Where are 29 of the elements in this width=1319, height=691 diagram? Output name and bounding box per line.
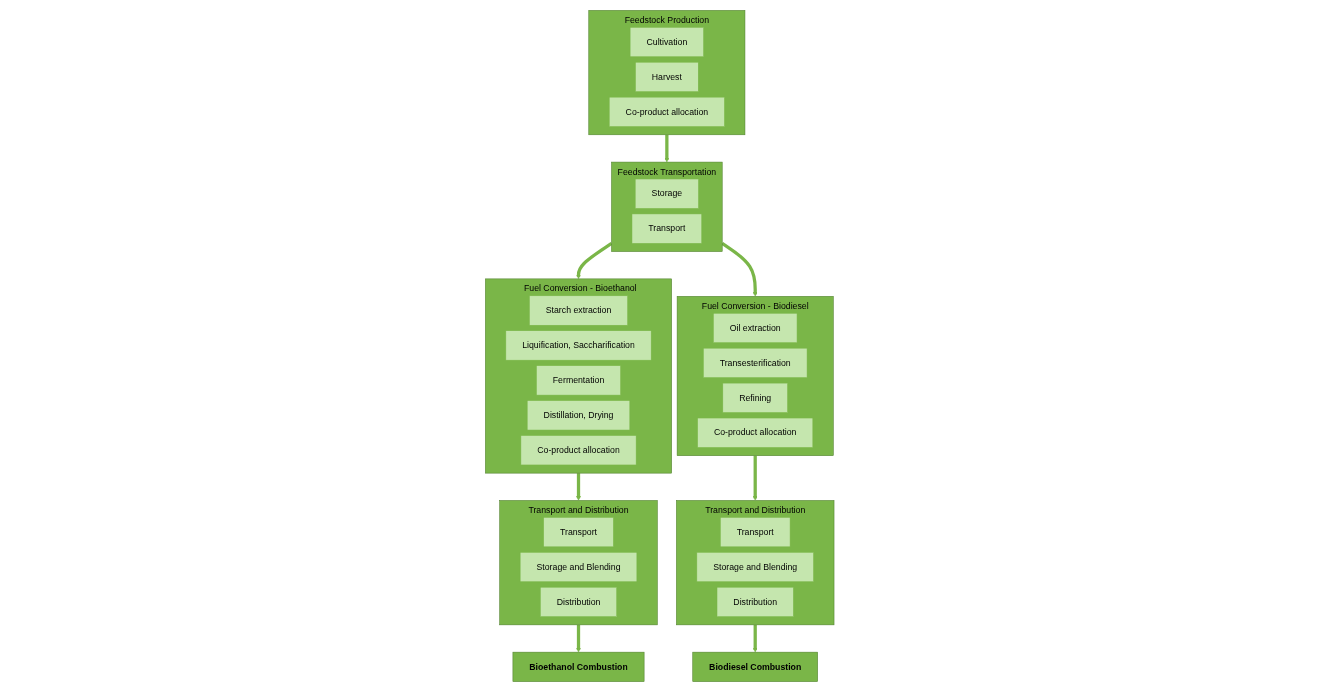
node-box: Distillation, Drying <box>526 399 630 430</box>
node-box: Liquification, Saccharification <box>505 329 652 360</box>
node-box: Co-product allocation <box>520 434 637 465</box>
node-box: Transport <box>543 516 614 547</box>
node-box: Storage and Blending <box>519 551 637 582</box>
arrow <box>664 134 670 162</box>
arrow <box>752 624 758 652</box>
node-box: Storage <box>634 178 699 209</box>
node-box: Distribution <box>539 586 617 617</box>
node-box: Refining <box>722 382 788 413</box>
arrow <box>721 241 758 297</box>
node-box: Transport <box>719 516 791 547</box>
node-box: Transport <box>631 213 702 244</box>
node-box: Biodiesel Combustion <box>692 651 818 682</box>
node-box: Oil extraction <box>712 312 798 343</box>
node-box: Storage and Blending <box>696 551 814 582</box>
arrow <box>575 624 581 652</box>
node-box: Starch extraction <box>528 295 628 326</box>
node-box: Cultivation <box>629 26 704 57</box>
node-box: Distribution <box>716 586 794 617</box>
node-box: Fermentation <box>535 364 621 395</box>
node-box: Co-product allocation <box>608 96 725 127</box>
node-box: Bioethanol Combustion <box>512 651 645 682</box>
node-box: Co-product allocation <box>697 417 813 448</box>
node-box: Harvest <box>634 61 699 92</box>
arrow <box>752 455 758 501</box>
arrow <box>575 472 581 501</box>
arrow <box>575 241 613 279</box>
node-box: Transesterification <box>702 347 808 378</box>
